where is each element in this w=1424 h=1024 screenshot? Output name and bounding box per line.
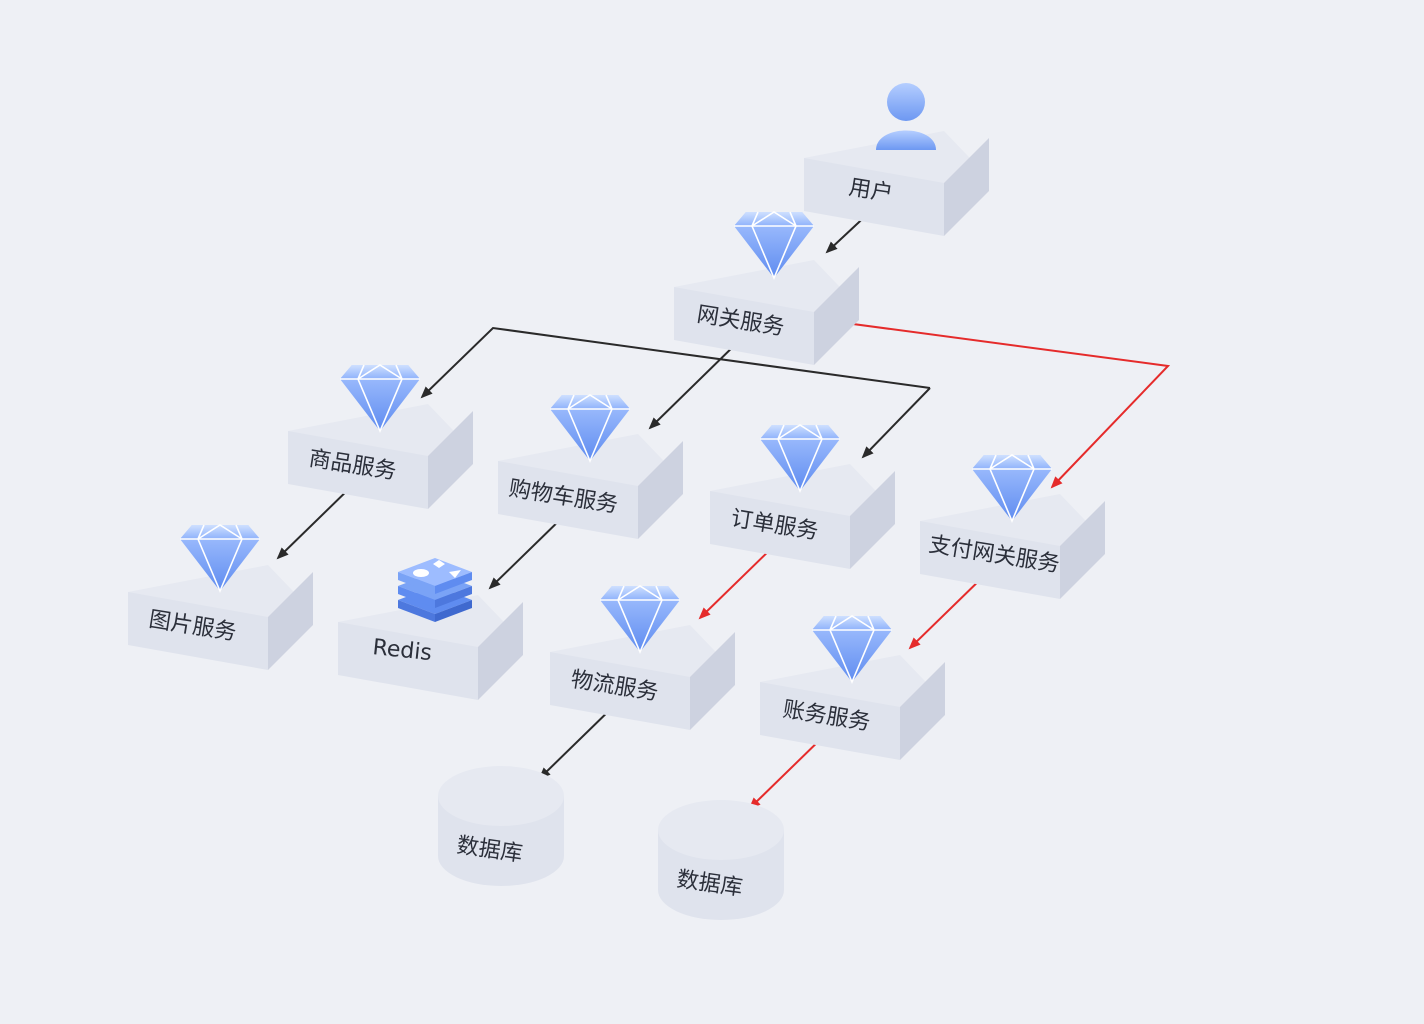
redis-icon	[398, 558, 472, 622]
database-cylinder-icon	[438, 766, 564, 886]
edge-gateway-product	[420, 326, 931, 399]
node-db1[interactable]: 数据库	[438, 766, 564, 886]
node-cart[interactable]: 购物车服务	[498, 394, 683, 539]
node-user[interactable]: 用户	[804, 83, 989, 236]
node-product[interactable]: 商品服务	[288, 364, 473, 509]
node-gateway[interactable]: 网关服务	[674, 211, 859, 365]
node-label: Redis	[371, 635, 433, 666]
node-pay-gateway[interactable]: 支付网关服务	[920, 454, 1105, 599]
node-logistics[interactable]: 物流服务	[550, 585, 735, 730]
node-account[interactable]: 账务服务	[760, 615, 945, 760]
edge-gateway-pay-gateway	[837, 321, 1171, 489]
node-db2[interactable]: 数据库	[658, 800, 784, 920]
database-cylinder-icon	[658, 800, 784, 920]
node-redis[interactable]: Redis	[338, 558, 523, 700]
edge-order-logistics	[698, 541, 779, 620]
user-icon	[876, 83, 936, 150]
edge-pay-gateway-account	[908, 571, 989, 650]
edge-cart-redis	[488, 511, 569, 590]
edge-gateway-cart	[648, 337, 743, 430]
edge-gateway-order	[861, 387, 931, 459]
node-order[interactable]: 订单服务	[710, 424, 895, 569]
node-image[interactable]: 图片服务	[128, 524, 313, 670]
edge-product-image	[276, 481, 357, 560]
